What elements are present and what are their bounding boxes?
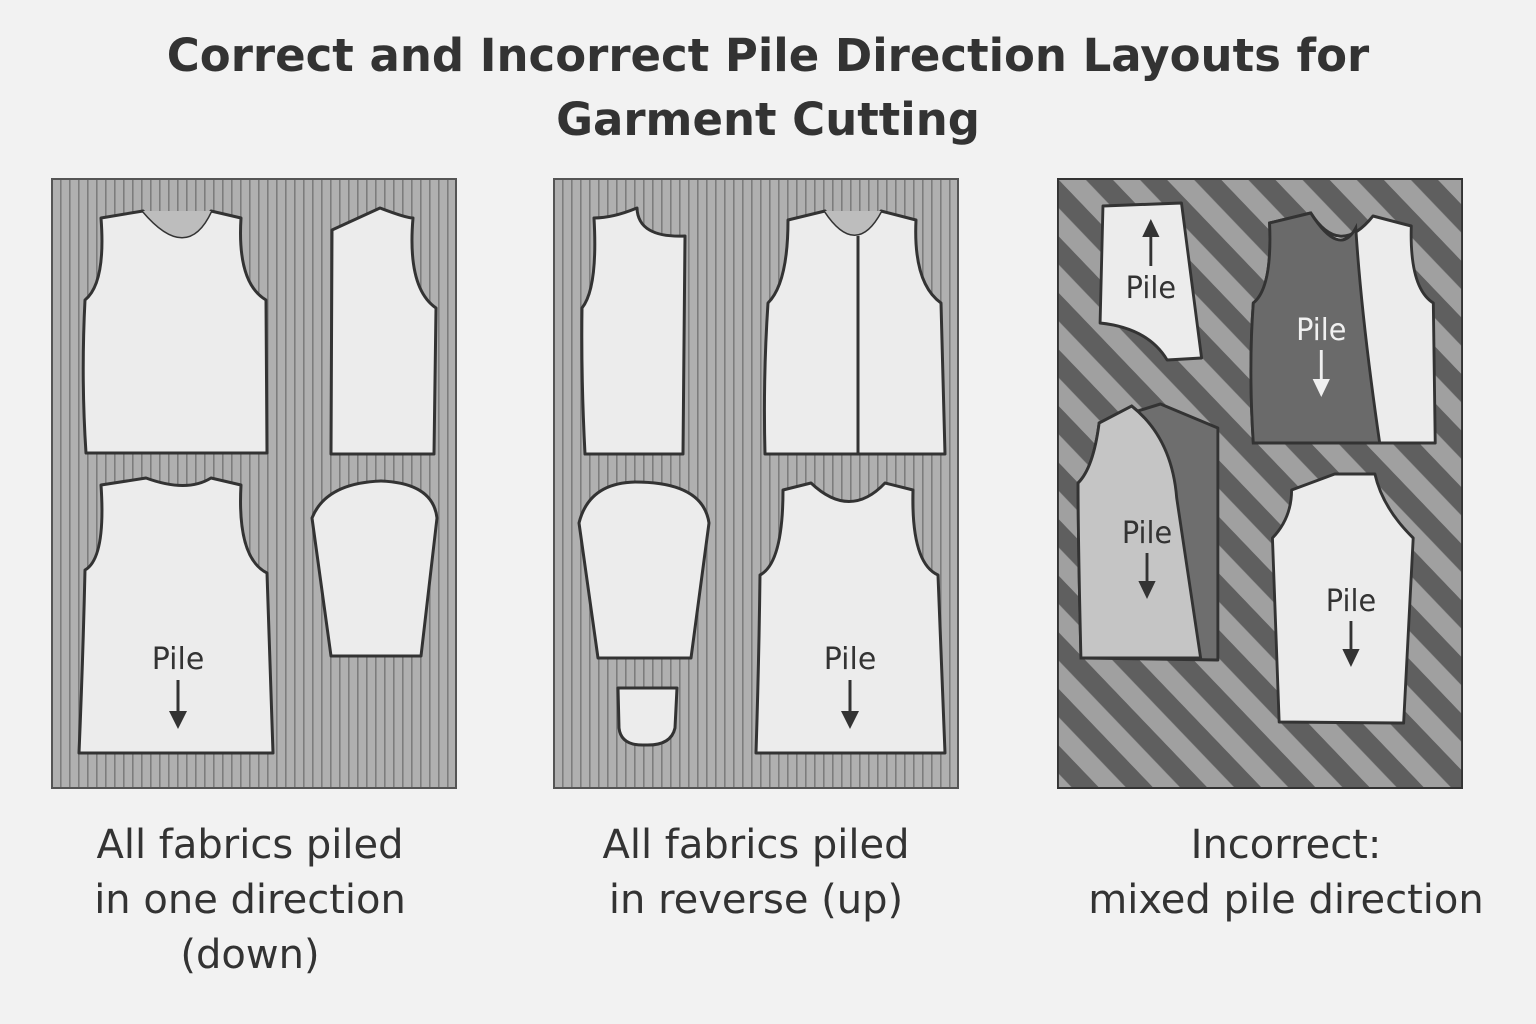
caption-line: mixed pile direction: [1088, 877, 1484, 923]
neckline-shading: [143, 211, 211, 237]
front-bodice-piece: [81, 209, 269, 455]
yoke-piece: [1098, 201, 1204, 362]
layout-panel-pile-down: Pile: [51, 178, 457, 789]
sleeve-piece: [310, 479, 439, 658]
layout-panel-pile-up: Pile: [553, 178, 959, 789]
layout-panel-mixed-pile: Pile Pile Pile Pile: [1057, 178, 1463, 789]
caption-line: Incorrect:: [1190, 822, 1382, 868]
dark-pile-panel: [1249, 211, 1382, 445]
back-side-piece: [329, 206, 438, 456]
sleeve-piece: [577, 480, 711, 660]
light-pile-panel: [1076, 404, 1203, 660]
pile-label: Pile: [824, 642, 877, 677]
diagram-title: Correct and Incorrect Pile Direction Lay…: [0, 24, 1536, 152]
caption-pile-down: All fabrics piled in one direction (down…: [20, 818, 480, 983]
neckline-shading: [825, 211, 881, 235]
caption-line: All fabrics piled: [602, 822, 910, 868]
caption-line: All fabrics piled: [96, 822, 404, 868]
caption-line: in one direction: [94, 877, 406, 923]
caption-mixed-pile: Incorrect: mixed pile direction: [1056, 818, 1516, 928]
pocket-piece: [616, 686, 679, 747]
pile-label: Pile: [1326, 583, 1376, 618]
fabric-layout-diagram: Pile: [51, 178, 457, 789]
back-bodice-piece: [77, 476, 275, 755]
title-line-1: Correct and Incorrect Pile Direction Lay…: [166, 29, 1370, 82]
fabric-layout-diagram: Pile: [553, 178, 959, 789]
caption-line: (down): [180, 932, 320, 978]
pile-label: Pile: [1126, 270, 1176, 305]
caption-line: in reverse (up): [608, 877, 904, 923]
caption-pile-up: All fabrics piled in reverse (up): [526, 818, 986, 928]
back-bodice-piece: [754, 481, 947, 755]
pile-label: Pile: [1296, 312, 1346, 347]
front-side-piece: [580, 206, 687, 456]
pile-label: Pile: [1122, 515, 1172, 550]
back-bodice-piece: [1271, 472, 1415, 725]
pile-label: Pile: [152, 642, 205, 677]
fabric-layout-diagram: Pile Pile Pile Pile: [1057, 178, 1463, 789]
title-line-2: Garment Cutting: [556, 93, 980, 146]
